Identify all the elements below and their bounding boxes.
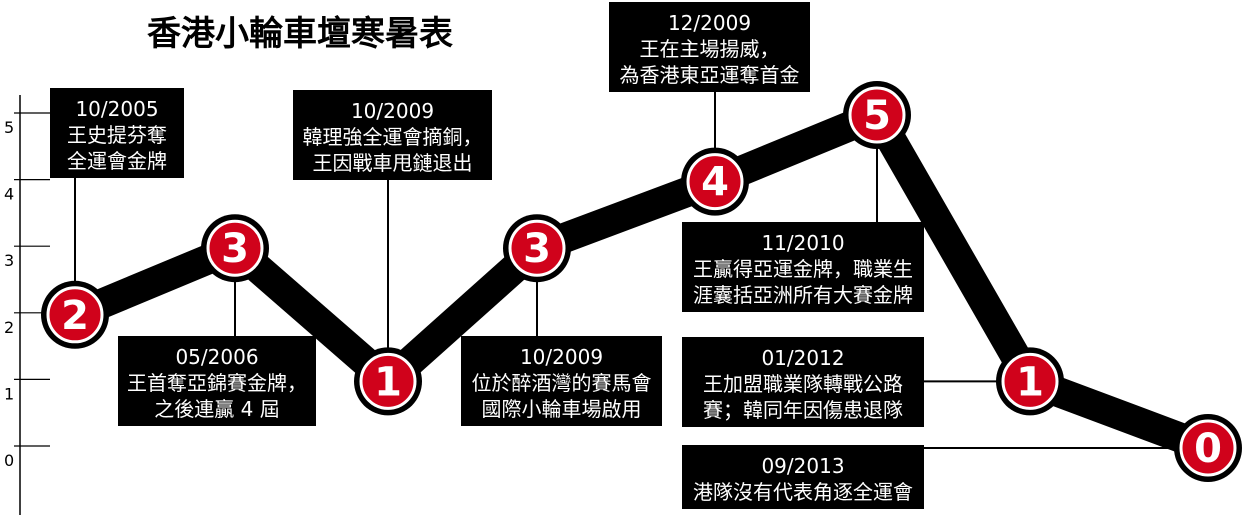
annotation-date: 12/2009 bbox=[668, 11, 751, 35]
data-points: 2 3 1 3 4 5 1 0 bbox=[41, 81, 1242, 482]
annotation-text: 為香港東亞運奪首金 bbox=[620, 63, 800, 87]
annotation-date: 11/2010 bbox=[761, 231, 844, 255]
annotation-box bbox=[461, 336, 662, 426]
y-axis: 0 1 2 3 4 5 bbox=[4, 95, 50, 515]
annotation-box bbox=[118, 336, 316, 426]
data-point-label: 1 bbox=[374, 359, 402, 405]
data-point-marker bbox=[46, 286, 104, 344]
data-point-label: 3 bbox=[523, 226, 551, 272]
y-tick-label: 3 bbox=[4, 251, 14, 270]
annotation-date: 10/2009 bbox=[520, 345, 603, 369]
annotation-text: 涯囊括亞洲所有大賽金牌 bbox=[693, 283, 913, 307]
data-point-label: 5 bbox=[863, 93, 891, 139]
data-point-label: 3 bbox=[221, 226, 249, 272]
annotation-box bbox=[293, 90, 492, 180]
annotation-date: 10/2009 bbox=[351, 99, 434, 123]
data-point-marker bbox=[359, 352, 417, 410]
annotation-text: 王史提芬奪 bbox=[67, 123, 167, 147]
y-tick-label: 5 bbox=[4, 118, 14, 137]
annotation-date: 01/2012 bbox=[761, 346, 844, 370]
data-point: 1 bbox=[354, 347, 422, 416]
data-point: 0 bbox=[1174, 414, 1242, 482]
y-tick-label: 2 bbox=[4, 318, 14, 337]
data-point-label: 4 bbox=[701, 160, 729, 206]
annotation-text: 王贏得亞運金牌，職業生 bbox=[693, 257, 913, 281]
annotation-date: 09/2013 bbox=[761, 454, 844, 478]
annotation-box bbox=[609, 2, 810, 92]
annotation-box bbox=[50, 88, 184, 178]
annotation-box bbox=[682, 337, 924, 427]
data-point-marker bbox=[1001, 352, 1059, 410]
annotation-text: 王首奪亞錦賽金牌， bbox=[127, 371, 307, 395]
data-point-label: 0 bbox=[1194, 426, 1222, 472]
annotation-text: 王加盟職業隊轉戰公路 bbox=[703, 372, 903, 396]
data-point: 3 bbox=[503, 214, 571, 283]
data-point: 2 bbox=[41, 280, 109, 349]
y-tick-label: 0 bbox=[4, 451, 14, 470]
annotation-text: 王因戰車甩鏈退出 bbox=[313, 151, 473, 175]
annotation-date: 05/2006 bbox=[175, 345, 258, 369]
data-point: 5 bbox=[843, 81, 911, 149]
annotation-text: 賽；韓同年因傷患退隊 bbox=[703, 398, 903, 422]
y-tick-label: 1 bbox=[4, 384, 14, 403]
data-point-marker bbox=[686, 153, 744, 211]
data-point: 4 bbox=[681, 147, 749, 216]
annotation-text: 王在主場揚威， bbox=[640, 37, 780, 61]
y-tick-label: 4 bbox=[4, 185, 14, 204]
data-point-marker bbox=[848, 86, 906, 144]
annotation-date: 10/2005 bbox=[75, 97, 158, 121]
annotation-text: 全運會金牌 bbox=[67, 149, 167, 173]
data-point-marker bbox=[206, 219, 264, 277]
data-point-marker bbox=[1179, 419, 1237, 477]
annotation-text: 之後連贏 4 屆 bbox=[154, 397, 279, 421]
data-point: 3 bbox=[201, 214, 269, 283]
annotation-box bbox=[682, 222, 924, 312]
data-point-label: 2 bbox=[61, 293, 89, 339]
annotation-box bbox=[682, 445, 924, 509]
chart-title: 香港小輪車壇寒暑表 bbox=[147, 14, 453, 54]
data-point-label: 1 bbox=[1016, 359, 1044, 405]
annotation-text: 港隊沒有代表角逐全運會 bbox=[693, 480, 913, 504]
annotation-text: 位於醉酒灣的賽馬會 bbox=[472, 371, 652, 395]
data-point-marker bbox=[508, 219, 566, 277]
annotation-text: 韓理強全運會摘銅， bbox=[303, 125, 483, 149]
data-point: 1 bbox=[996, 347, 1064, 416]
annotation-text: 國際小輪車場啟用 bbox=[482, 397, 642, 421]
